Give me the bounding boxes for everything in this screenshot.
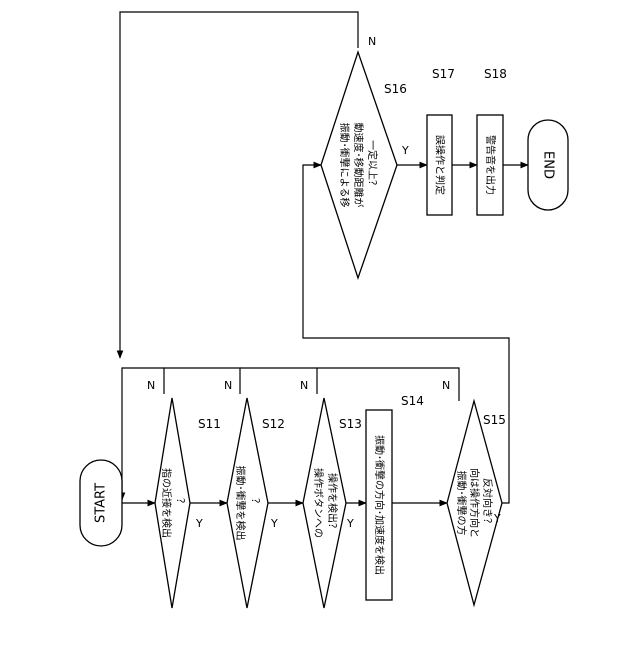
s16-text-line3: 一定以上？	[366, 140, 379, 190]
s16-decision: 振動･衝撃による移 動速度･移動距離が 一定以上？ S16	[321, 52, 407, 278]
s11-yes-label: Y	[195, 517, 203, 530]
start-node: START	[80, 460, 122, 546]
s16-text-line2: 動速度･移動距離が	[352, 123, 365, 208]
s15-no-label: N	[442, 379, 450, 392]
s14-step-label: S14	[401, 394, 424, 408]
s11-no-label: N	[147, 379, 155, 392]
s17-step-label: S17	[432, 67, 455, 81]
s15-text-line3: 反対向き？	[481, 478, 494, 528]
s16-yes-label: Y	[401, 144, 409, 157]
loop-s16-no	[120, 12, 358, 358]
s14-process: 振動･衝撃の方向･加速度を検出 S14	[366, 394, 424, 600]
s12-question-mark: ？	[249, 498, 260, 508]
s12-text: 振動･衝撃を検出	[234, 466, 247, 541]
s13-yes-label: Y	[346, 517, 354, 530]
s13-no-label: N	[300, 379, 308, 392]
s12-yes-label: Y	[270, 517, 278, 530]
loop-s11-no	[122, 368, 164, 500]
s13-text-line1: 操作ボタンへの	[312, 468, 325, 538]
s17-process: 誤操作と判定 S17	[427, 67, 455, 215]
s18-step-label: S18	[484, 67, 507, 81]
s13-text-line2: 操作を検出？	[326, 473, 339, 533]
s15-yes-label: Y	[493, 512, 501, 525]
s11-question-mark: ？	[174, 498, 185, 508]
start-label: START	[94, 483, 109, 523]
s14-text: 振動･衝撃の方向･加速度を検出	[373, 435, 386, 575]
s18-text: 警告音を出力	[484, 135, 497, 195]
s16-no-label: N	[368, 35, 376, 48]
s15-decision: 振動･衝撃の方 向は操作方向と 反対向き？ S15	[447, 401, 506, 605]
s18-process: 警告音を出力 S18	[477, 67, 507, 215]
loop-s15-no	[317, 368, 459, 401]
s12-step-label: S12	[262, 417, 285, 431]
end-label: END	[541, 151, 556, 179]
s12-no-label: N	[224, 379, 232, 392]
s15-text-line1: 振動･衝撃の方	[455, 471, 468, 536]
s11-step-label: S11	[198, 417, 221, 431]
s16-step-label: S16	[384, 82, 407, 96]
s13-step-label: S13	[339, 417, 362, 431]
s16-text-line1: 振動･衝撃による移	[338, 123, 351, 208]
s15-text-line2: 向は操作方向と	[468, 468, 481, 538]
s17-text: 誤操作と判定	[434, 135, 447, 195]
end-node: END	[528, 120, 568, 210]
s15-step-label: S15	[483, 413, 506, 427]
s11-text: 指の近接を検出	[160, 468, 173, 538]
